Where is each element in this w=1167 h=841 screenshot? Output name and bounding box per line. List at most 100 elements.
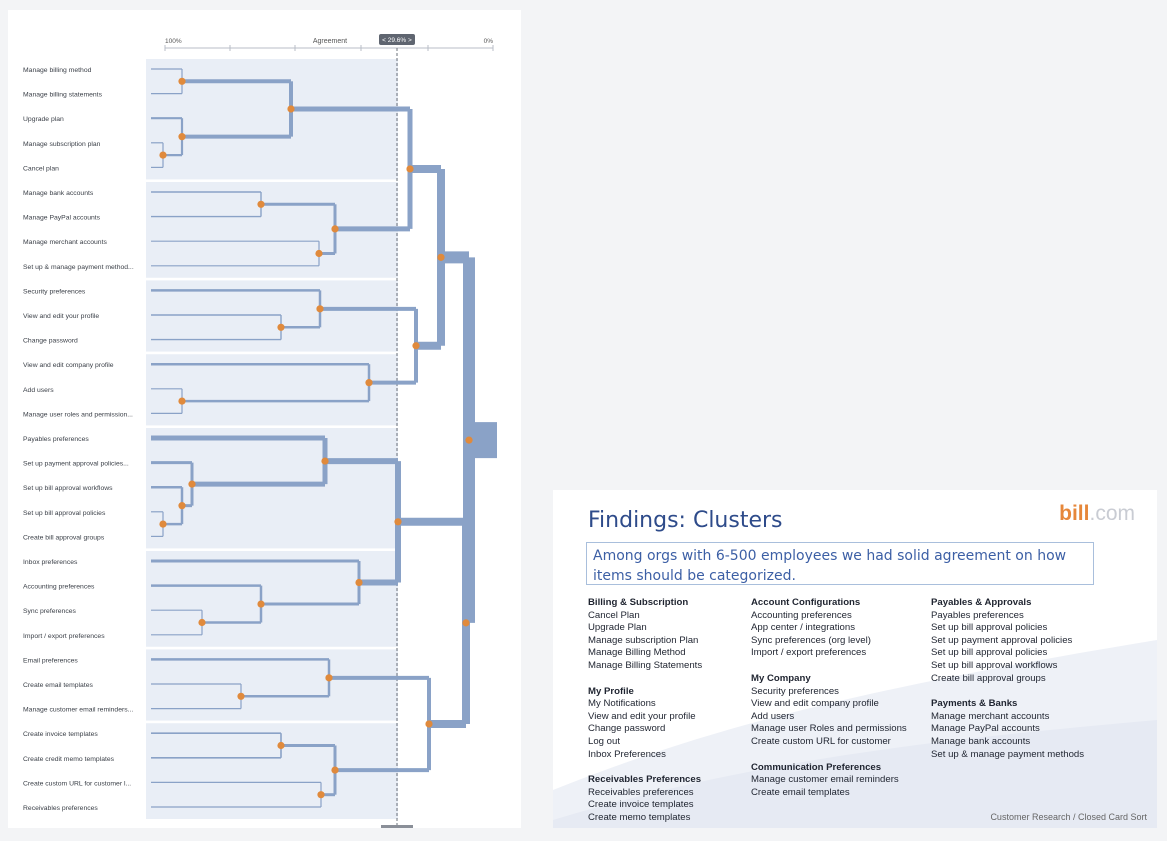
group-item: Set up bill approval policies xyxy=(931,622,1048,634)
leaf-label: Sync preferences xyxy=(23,608,76,615)
group-item: Receivables preferences xyxy=(588,786,694,798)
merge-node xyxy=(178,397,186,405)
group-item: Set up bill approval workflows xyxy=(931,659,1058,671)
dendrogram-root xyxy=(469,422,497,459)
group-item: Import / export preferences xyxy=(751,647,867,659)
merge-node xyxy=(355,578,363,587)
merge-node xyxy=(365,379,373,387)
summary-box: Among orgs with 6-500 employees we had s… xyxy=(586,542,1094,585)
merge-node xyxy=(277,741,285,750)
merge-node xyxy=(462,619,470,627)
group-title: My Profile xyxy=(588,685,634,697)
logo-light-text: .com xyxy=(1089,502,1135,525)
group-item: Cancel Plan xyxy=(588,609,640,621)
merge-node xyxy=(188,480,196,488)
cluster-band xyxy=(146,428,398,549)
merge-node xyxy=(277,323,285,331)
leaf-label: Manage user roles and permission... xyxy=(23,411,133,418)
merge-node xyxy=(406,165,414,173)
group-item: Security preferences xyxy=(751,685,839,697)
group-item: My Notifications xyxy=(588,698,656,710)
group-item: Create email templates xyxy=(751,786,850,798)
merge-node xyxy=(159,520,167,528)
group-item: App center / integrations xyxy=(751,622,855,634)
merge-node xyxy=(331,225,339,233)
slide-footer: Customer Research / Closed Card Sort xyxy=(990,812,1147,822)
group-item: Upgrade Plan xyxy=(588,622,647,634)
leaf-label: View and edit company profile xyxy=(23,362,114,369)
group-title: Account Configurations xyxy=(751,597,861,608)
group-title: Payments & Banks xyxy=(931,698,1018,710)
merge-node xyxy=(237,692,245,700)
group-item: Manage Billing Method xyxy=(588,647,686,659)
leaf-label: Create custom URL for customer l... xyxy=(23,780,131,787)
leaf-label: Change password xyxy=(23,338,78,345)
merge-node xyxy=(412,342,420,350)
leaf-label: Set up payment approval policies... xyxy=(23,461,129,468)
billcom-logo: bill.com xyxy=(1059,502,1135,526)
axis-left-label: 100% xyxy=(165,38,182,45)
leaf-label: Add users xyxy=(23,387,54,394)
leaf-label: Manage customer email reminders... xyxy=(23,707,133,714)
cutoff-bottom-handle xyxy=(381,825,413,828)
leaf-label: Set up bill approval workflows xyxy=(23,485,113,492)
group-title: My Company xyxy=(751,672,811,684)
findings-column-3: Payables & Approvals Payables preference… xyxy=(931,597,1084,761)
leaf-label: Payables preferences xyxy=(23,436,89,443)
leaf-label: Manage billing method xyxy=(23,67,92,74)
group-account-configurations: Account Configurations Accounting prefer… xyxy=(751,597,907,660)
merge-node xyxy=(465,436,473,444)
group-item: Manage Billing Statements xyxy=(588,659,703,671)
group-item: Payables preferences xyxy=(931,609,1024,621)
group-item: Change password xyxy=(588,723,666,735)
group-title: Billing & Subscription xyxy=(588,597,689,608)
merge-node xyxy=(178,133,186,141)
cluster-band xyxy=(146,59,398,180)
leaf-label: Create email templates xyxy=(23,682,93,689)
leaf-label: Create bill approval groups xyxy=(23,534,105,541)
leaf-label: View and edit your profile xyxy=(23,313,99,320)
group-item: Manage user Roles and permissions xyxy=(751,723,907,735)
group-item: Create custom URL for customer xyxy=(751,735,891,747)
findings-column-1: Billing & Subscription Cancel Plan Upgra… xyxy=(588,597,702,825)
merge-node xyxy=(257,600,265,608)
cluster-band xyxy=(146,551,398,647)
merge-node xyxy=(331,766,339,774)
group-my-company: My Company Security preferences View and… xyxy=(751,673,907,749)
axis-right-label: 0% xyxy=(484,38,494,45)
merge-node xyxy=(316,305,324,313)
group-item: Manage customer email reminders xyxy=(751,774,899,786)
group-item: Add users xyxy=(751,710,795,722)
leaf-label: Inbox preferences xyxy=(23,559,78,566)
group-title: Receivables Preferences xyxy=(588,774,702,786)
leaf-label: Email preferences xyxy=(23,657,78,664)
merge-node xyxy=(317,791,325,799)
leaf-label: Manage PayPal accounts xyxy=(23,215,101,222)
leaf-label: Set up bill approval policies xyxy=(23,510,106,517)
cutoff-label: < 29.6% > xyxy=(382,37,412,44)
group-title: Communication Preferences xyxy=(751,761,882,773)
leaf-label: Security preferences xyxy=(23,288,86,295)
group-item: Sync preferences (org level) xyxy=(751,634,871,646)
merge-node xyxy=(287,105,295,113)
group-item: Create invoice templates xyxy=(588,799,694,811)
leaf-label: Import / export preferences xyxy=(23,633,105,640)
leaf-label: Manage bank accounts xyxy=(23,190,94,197)
leaf-label: Create credit memo templates xyxy=(23,756,115,763)
group-item: Inbox Preferences xyxy=(588,748,666,760)
leaf-label: Receivables preferences xyxy=(23,805,98,812)
group-item: Create memo templates xyxy=(588,811,691,823)
group-item: View and edit company profile xyxy=(751,698,879,710)
group-item: Create bill approval groups xyxy=(931,672,1046,684)
cutoff-handle xyxy=(379,34,415,45)
leaf-label: Set up & manage payment method... xyxy=(23,264,134,271)
group-item: Manage PayPal accounts xyxy=(931,723,1040,735)
group-payments-banks: Payments & Banks Manage merchant account… xyxy=(931,698,1084,761)
decorative-wave xyxy=(553,640,1157,828)
logo-bold-text: bill xyxy=(1059,502,1090,525)
leaf-label: Manage billing statements xyxy=(23,92,103,99)
group-item: Accounting preferences xyxy=(751,609,852,621)
group-item: Set up & manage payment methods xyxy=(931,748,1085,760)
